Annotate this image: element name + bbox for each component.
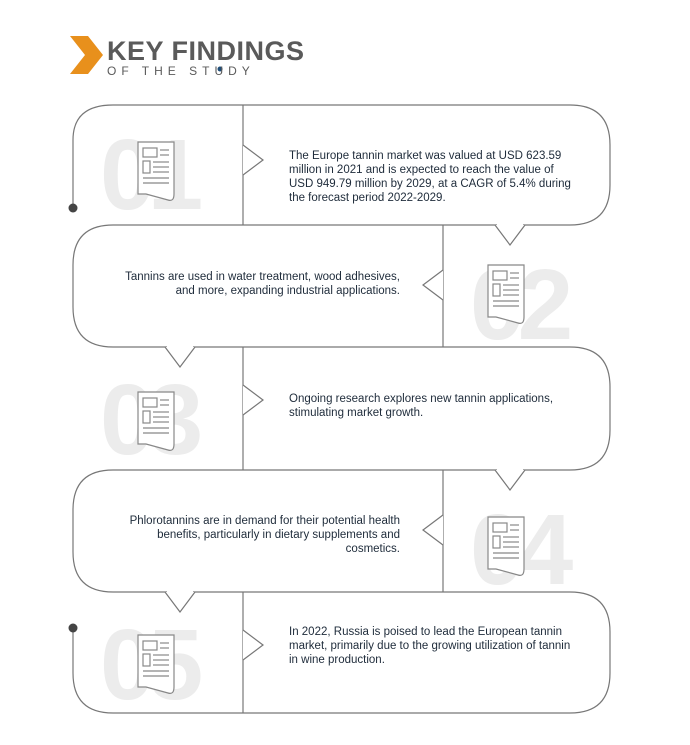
newspaper-icon xyxy=(137,391,175,451)
dot-icon xyxy=(217,66,223,72)
chevron-logo-icon xyxy=(70,36,103,74)
newspaper-icon xyxy=(137,634,175,695)
finding-text: Ongoing research explores new tannin app… xyxy=(289,393,554,419)
finding-text: The Europe tannin market was valued at U… xyxy=(289,150,571,204)
subtitle: OF THE STUDY xyxy=(107,64,255,78)
newspaper-icon xyxy=(487,264,525,324)
timeline-dot xyxy=(68,203,78,213)
finding-text: In 2022, Russia is poised to lead the Eu… xyxy=(289,626,571,666)
title: KEY FINDINGS xyxy=(107,36,305,66)
finding-text: Tannins are used in water treatment, woo… xyxy=(125,271,400,297)
newspaper-icon xyxy=(137,141,175,201)
timeline-dot xyxy=(68,623,78,633)
newspaper-icon xyxy=(487,516,525,577)
finding-text: Phlorotannins are in demand for their po… xyxy=(129,515,400,555)
